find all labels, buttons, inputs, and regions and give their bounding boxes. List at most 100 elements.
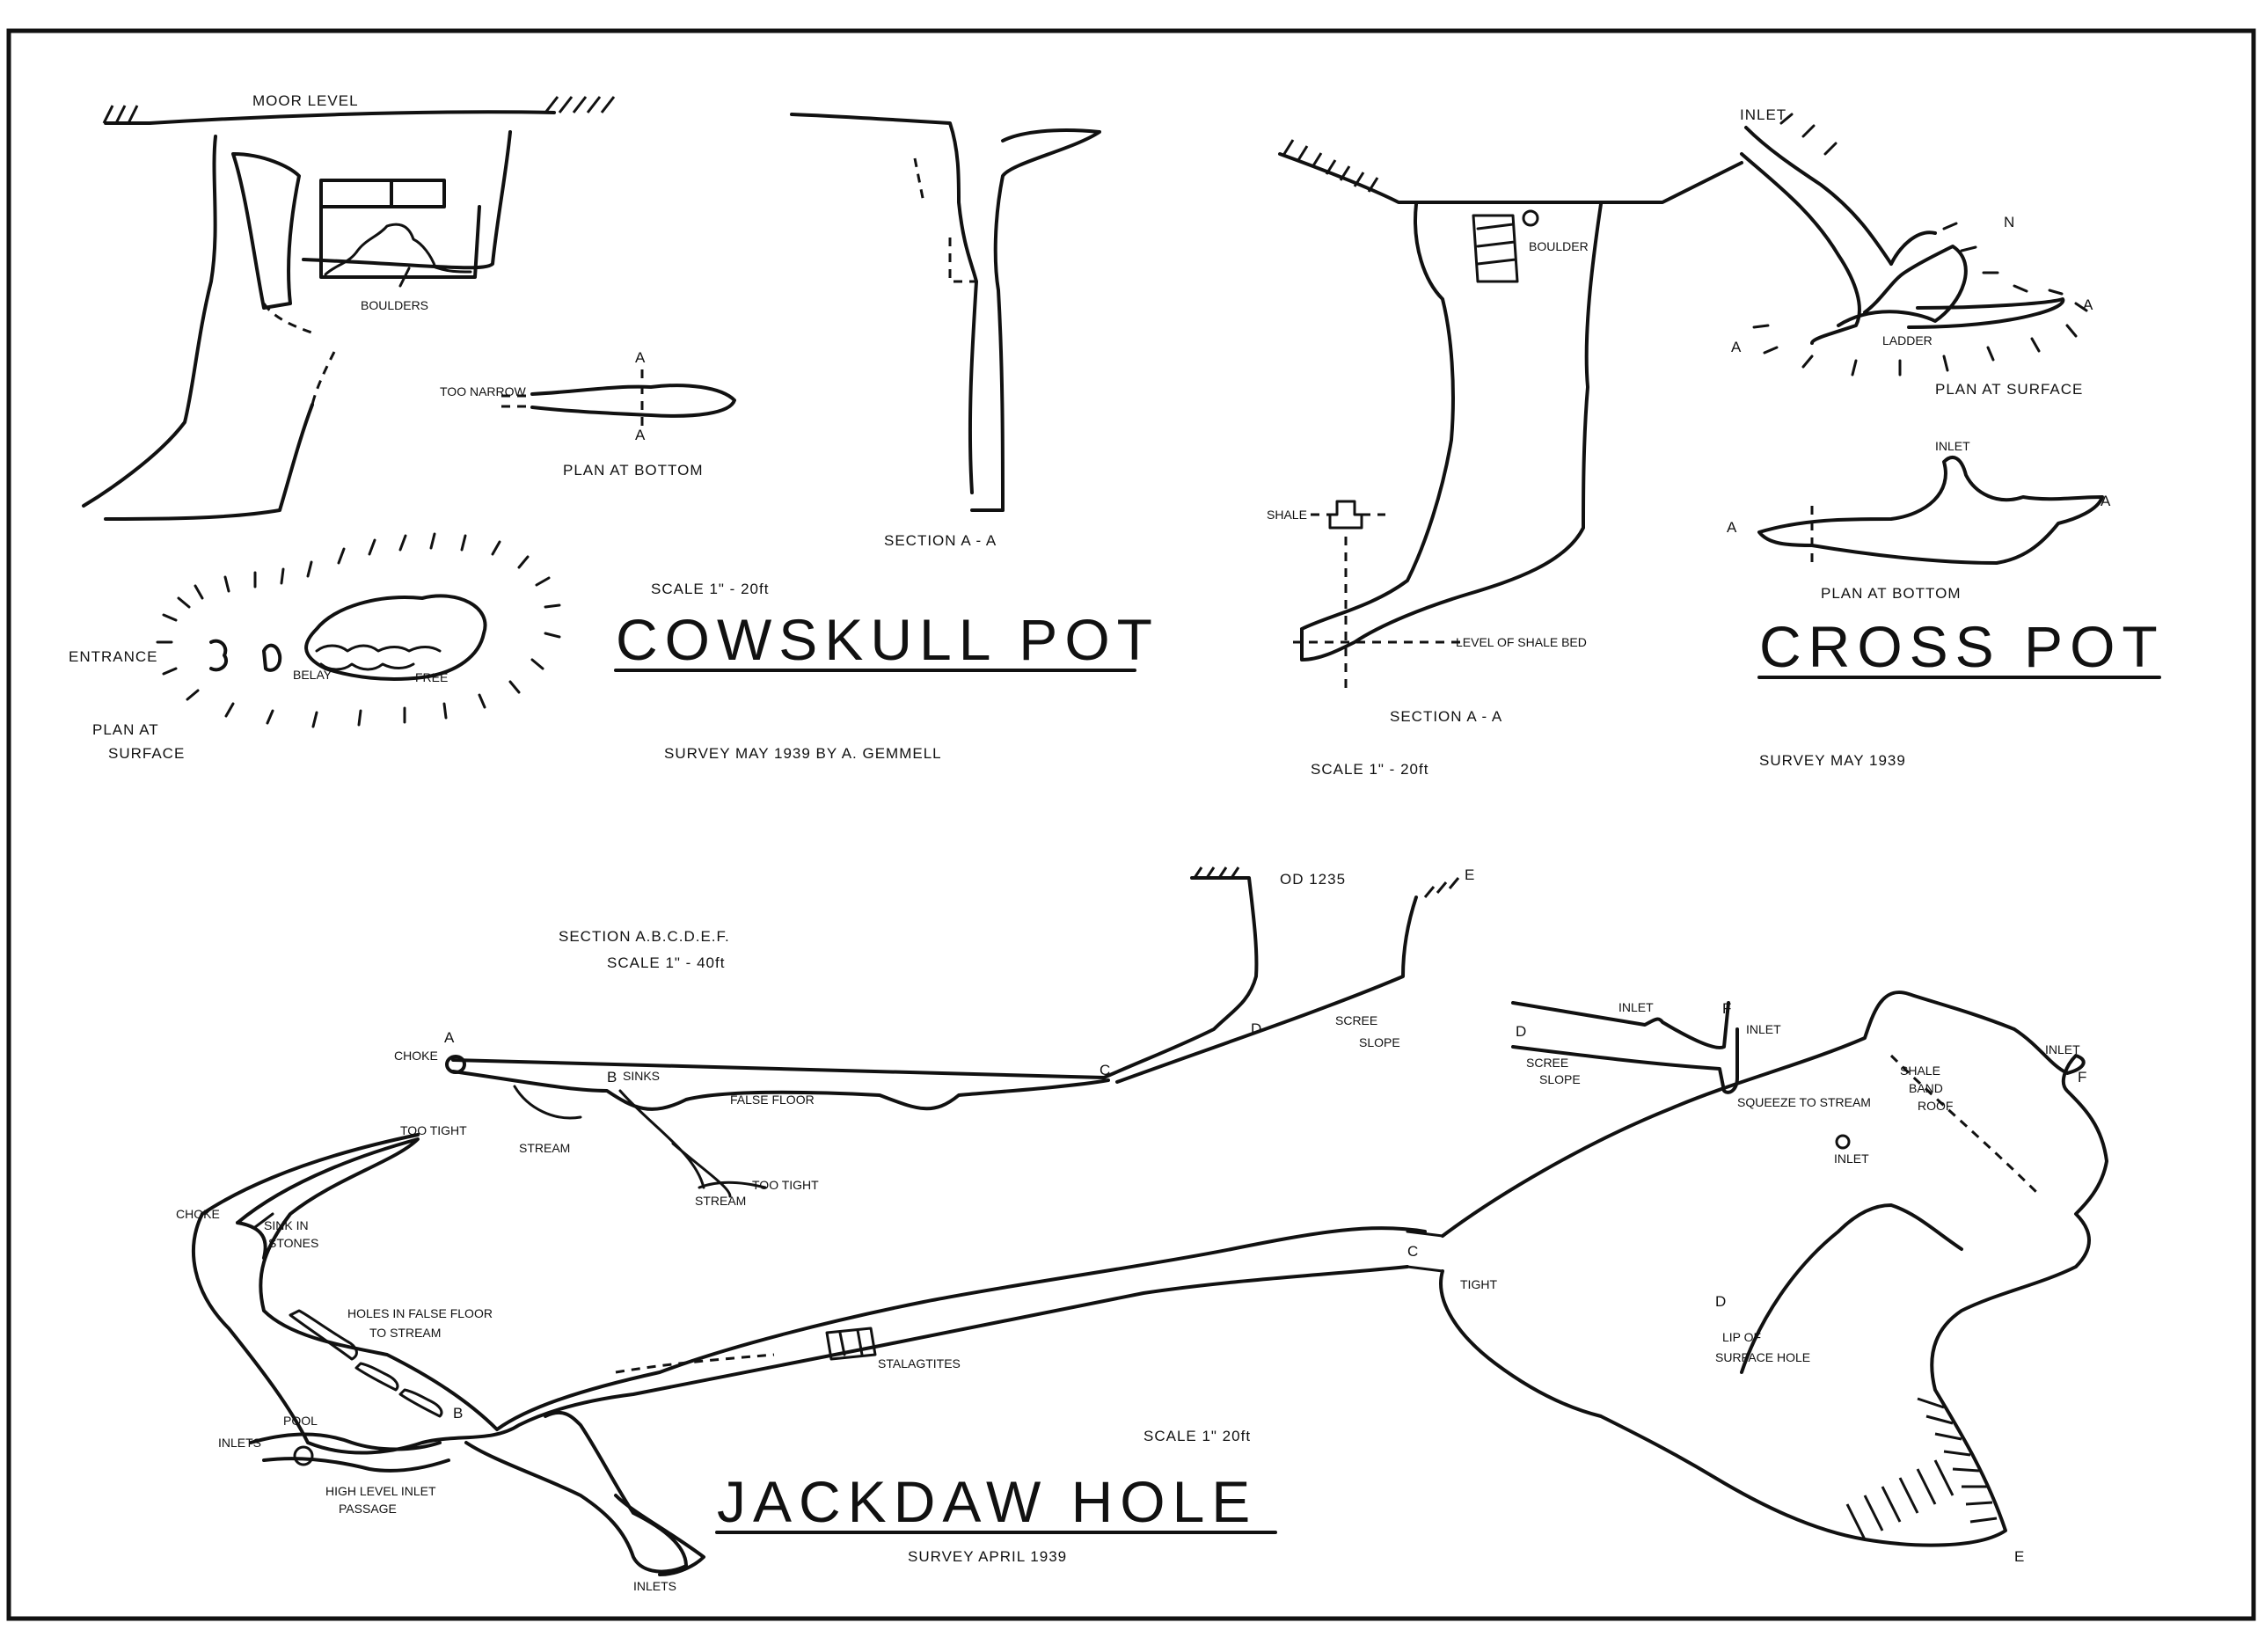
cowskull-section-dashes	[913, 157, 976, 283]
cowskull-inner-chamber	[231, 152, 301, 310]
jackdaw-plan-choke-label: CHOKE	[176, 1207, 220, 1221]
jackdaw-chamber-inlet-mark	[1835, 1134, 1851, 1150]
jackdaw-small-section-floor	[1511, 1027, 1739, 1094]
cowskull-shaft-left-wall	[82, 135, 217, 508]
jackdaw-stalagtites	[825, 1327, 877, 1361]
jackdaw-plan-scale: SCALE 1" 20ft	[1143, 1428, 1251, 1444]
jackdaw-lip-label-2: SURFACE HOLE	[1715, 1350, 1810, 1364]
jackdaw-small-section-mark-f: F	[1722, 1000, 1732, 1017]
jackdaw-section-mark-d: D	[1251, 1020, 1262, 1037]
jackdaw-plan-north-wall	[236, 1137, 1427, 1431]
jackdaw-main-chamber	[1439, 990, 2108, 1547]
sheet-border	[6, 28, 2256, 1621]
jackdaw-section-roof	[451, 1058, 1106, 1079]
jackdaw-shale-band-roof-line	[1889, 1054, 2042, 1198]
cross-shale-dashes	[1311, 513, 1385, 695]
cowskull-ledge-block-2	[390, 179, 446, 208]
jackdaw-inlets-passage	[464, 1410, 688, 1574]
jackdaw-small-section-roof	[1511, 1001, 1730, 1049]
jackdaw-section-hatching-e	[1423, 877, 1460, 898]
cowskull-plan-surface-outline	[304, 594, 487, 681]
jackdaw-section-floor	[451, 1070, 1110, 1111]
jackdaw-holes-label-2: TO STREAM	[369, 1326, 441, 1340]
cross-surface-mark-a-right: A	[2083, 296, 2093, 313]
cross-bottom-mark-a-left: A	[1727, 519, 1737, 536]
jackdaw-shale-roof-1: SHALE	[1900, 1064, 1940, 1078]
cowskull-plan-mark-a-top: A	[635, 349, 646, 366]
jackdaw-plan-mark-d: D	[1715, 1293, 1727, 1310]
cross-plan-surface-label: PLAN AT SURFACE	[1935, 381, 2083, 398]
cowskull-chamber-outline	[319, 205, 481, 279]
cross-section-right-wall	[1300, 202, 1603, 662]
moor-level-label: MOOR LEVEL	[252, 92, 359, 109]
jackdaw-section-mark-b: B	[607, 1069, 617, 1085]
jackdaw-high-level-inlet	[249, 1432, 450, 1473]
boulders-pointer	[398, 267, 411, 288]
cowskull-lower-wall	[104, 403, 314, 521]
cowskull-plan-bottom-label: PLAN AT BOTTOM	[563, 462, 703, 479]
sink-in-stones-pointer	[253, 1212, 274, 1229]
jackdaw-section-mark-a: A	[444, 1029, 455, 1046]
cowskull-dashed-lower-passage	[262, 303, 336, 406]
cross-surface-mark-a-left: A	[1731, 339, 1742, 355]
jackdaw-chamber-inlet-label: INLET	[1834, 1151, 1869, 1166]
jackdaw-too-tight-label-1: TOO TIGHT	[752, 1178, 819, 1192]
cowskull-belay-rock	[262, 643, 282, 672]
cross-shale-figure	[1328, 500, 1363, 530]
cross-section-hatching-left	[1282, 139, 1379, 193]
jackdaw-stream-label-2: STREAM	[695, 1194, 746, 1208]
jackdaw-inner-island	[1740, 1203, 1963, 1374]
cowskull-belay-label: BELAY	[293, 668, 332, 682]
jackdaw-inlets-label-1: INLETS	[218, 1436, 261, 1450]
cowskull-surface-hatching	[156, 532, 561, 728]
jackdaw-dashed-passage	[615, 1353, 775, 1374]
jackdaw-plan-north-west-arm	[201, 1133, 420, 1216]
cross-surface-passage-1	[1744, 126, 1893, 266]
cross-surface-arm-north	[1889, 230, 1937, 266]
jackdaw-small-section-inlet: INLET	[1618, 1000, 1654, 1014]
cowskull-boulder-pile	[324, 223, 472, 276]
cross-title: CROSS POT	[1759, 614, 2165, 679]
jackdaw-false-floor-hole-1	[289, 1309, 358, 1361]
jackdaw-stream-1	[513, 1085, 582, 1120]
cross-bottom-inlet-label: INLET	[1935, 439, 1970, 453]
cross-surface-hatching	[1752, 113, 2088, 376]
jackdaw-shale-roof-2: BAND	[1909, 1081, 1943, 1095]
jackdaw-plan-south-wall	[192, 1212, 1409, 1455]
jackdaw-holes-label-1: HOLES IN FALSE FLOOR	[347, 1306, 493, 1320]
jackdaw-scree-label-1: SCREE	[1335, 1013, 1377, 1027]
cowskull-entrance-rock	[209, 639, 229, 672]
jackdaw-surface-hole-hatching	[1845, 1397, 1998, 1540]
moor-hatching-right	[544, 96, 616, 113]
cowskull-plan-mark-a-bottom: A	[635, 427, 646, 443]
cowskull-plan-bottom-outline	[530, 384, 736, 418]
cross-section-left-wall	[1300, 202, 1455, 631]
moor-hatching-left	[102, 105, 139, 124]
jackdaw-plan-inlet-label: INLET	[2045, 1042, 2080, 1056]
cross-ladder-label: LADDER	[1882, 333, 1933, 347]
jackdaw-inlets-label-2: INLETS	[633, 1579, 676, 1593]
jackdaw-stream-2	[618, 1089, 767, 1198]
jackdaw-plan-mark-b: B	[453, 1405, 464, 1422]
cowskull-scale: SCALE 1" - 20ft	[651, 581, 769, 597]
cowskull-section-right-wall	[993, 128, 1101, 512]
cross-surface-passage-2	[1740, 152, 1861, 345]
jackdaw-title: JACKDAW HOLE	[717, 1469, 1257, 1534]
cross-plan-bottom-label: PLAN AT BOTTOM	[1821, 585, 1961, 602]
jackdaw-small-section-inlet-2: INLET	[1746, 1022, 1781, 1036]
jackdaw-false-floor-hole-2	[354, 1362, 399, 1392]
cross-shale-bed-label: LEVEL OF SHALE BED	[1456, 635, 1587, 649]
jackdaw-high-level-2: PASSAGE	[339, 1502, 397, 1516]
too-narrow-dashes	[501, 394, 528, 408]
too-narrow-label-line: TOO NARROW	[440, 384, 527, 398]
jackdaw-od-label: OD 1235	[1280, 871, 1346, 888]
cross-section-label: SECTION A - A	[1390, 708, 1502, 725]
cross-north-label: N	[2004, 214, 2015, 230]
jackdaw-section-ground-right	[1115, 895, 1418, 1084]
jackdaw-high-level-1: HIGH LEVEL INLET	[325, 1484, 436, 1498]
jackdaw-sinks-label: SINKS	[623, 1069, 660, 1083]
cowskull-free-boulders	[315, 644, 442, 671]
cross-shale-label: SHALE	[1267, 508, 1307, 522]
cross-surface-pot-outline	[1837, 245, 1968, 327]
cowskull-entrance-label: ENTRANCE	[69, 648, 158, 665]
